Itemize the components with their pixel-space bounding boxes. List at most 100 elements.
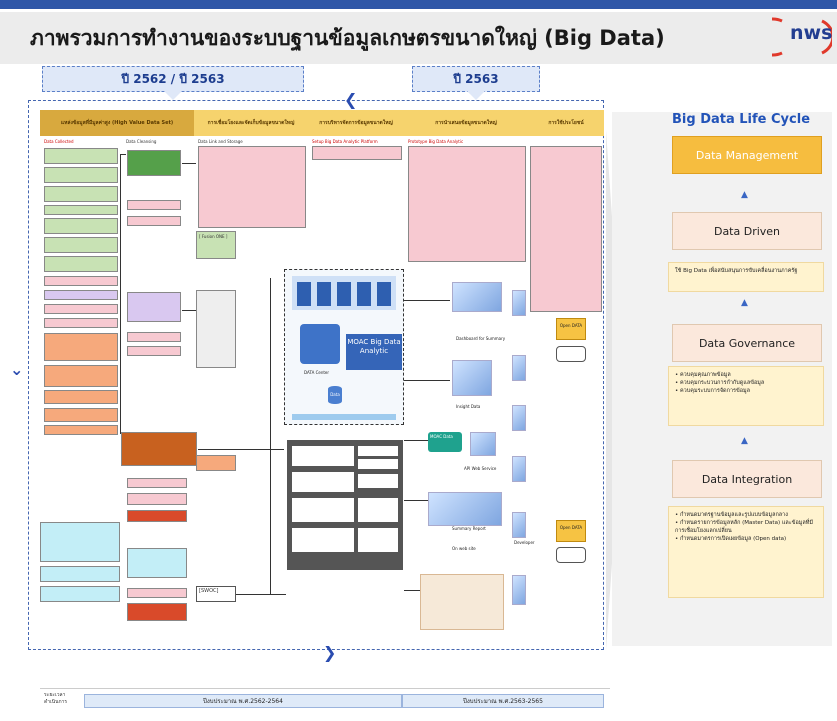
connector-line — [120, 154, 121, 434]
source-box — [44, 390, 118, 404]
source-box — [44, 425, 118, 435]
source-box — [44, 148, 118, 164]
cleansing-box — [127, 603, 187, 621]
subhead-data-collected: Data Collected — [44, 139, 74, 144]
connector-line — [404, 590, 420, 591]
summary-screen-icon — [428, 492, 502, 526]
connector-line — [404, 300, 450, 301]
source-box — [44, 290, 118, 300]
commodity-box — [196, 290, 236, 368]
timeline-bar — [40, 688, 610, 710]
insight-label: Insight Data — [456, 404, 481, 409]
source-box — [44, 408, 118, 422]
source-box — [44, 237, 118, 253]
integration-item: • กำหนดมาตรฐานข้อมูลและรูปแบบข้อมูลกลาง — [675, 512, 788, 518]
source-box — [44, 167, 118, 183]
column-header-management: การบริหารจัดการข้อมูลขนาดใหญ่ — [308, 110, 404, 136]
data-table-cell — [358, 459, 398, 469]
cleansing-box — [127, 332, 181, 342]
cleansing-box — [127, 548, 187, 578]
source-box — [44, 318, 118, 328]
column-header-usage: การใช้ประโยชน์ — [528, 110, 604, 136]
stage-data-driven: Data Driven — [672, 212, 822, 250]
column-header-link-storage: การเชื่อมโยงและจัดเก็บข้อมูลขนาดใหญ่ — [194, 110, 308, 136]
database-icon: Data — [328, 386, 342, 404]
chevron-right-icon: ❯ — [323, 643, 337, 662]
cleansing-box — [127, 346, 181, 356]
title-bar — [0, 12, 837, 64]
user-icon — [512, 456, 526, 482]
subhead-platform: Setup Big Data Analytic Platform — [312, 139, 378, 144]
source-box — [44, 365, 118, 387]
integration-list: • กำหนดมาตรฐานข้อมูลและรูปแบบข้อมูลกลาง … — [668, 506, 824, 598]
stage-data-integration: Data Integration — [672, 460, 822, 498]
column-header-presentation: การนำเสนอข้อมูลขนาดใหญ่ — [404, 110, 528, 136]
agrimap-box — [196, 455, 236, 471]
hand-icon — [556, 346, 586, 362]
source-box — [40, 566, 120, 582]
user-icon — [512, 575, 526, 605]
arrow-up-icon: ▲ — [741, 436, 748, 446]
source-box — [40, 522, 120, 562]
budget-period-1: ปีงบประมาณ พ.ศ.2562-2564 — [84, 694, 402, 708]
source-box — [44, 218, 118, 234]
user-icon — [512, 290, 526, 316]
nws-logo-icon: nws — [751, 15, 835, 59]
data-table-cell — [358, 528, 398, 552]
stage-data-governance: Data Governance — [672, 324, 822, 362]
user-icon — [512, 512, 526, 538]
page-title: ภาพรวมการทำงานของระบบฐานข้อมูลเกษตรขนาดใ… — [30, 26, 665, 50]
prototype-box — [408, 146, 526, 262]
data-table-cell — [292, 472, 354, 492]
driven-description: ใช้ Big Data เพื่อสนับสนุนการขับเคลื่อนง… — [668, 262, 824, 292]
connector-line — [236, 594, 286, 595]
usage-box — [530, 146, 602, 312]
hand-icon — [556, 547, 586, 563]
subhead-data-cleansing: Data Cleansing — [126, 139, 157, 144]
connector-line — [404, 440, 428, 441]
moac-data-badge: MOAC Data — [428, 432, 462, 452]
cleansing-box — [127, 200, 181, 210]
open-data-badge: Open DATA — [556, 318, 586, 340]
link-storage-box — [198, 146, 306, 228]
user-icon — [512, 405, 526, 431]
connector-line — [182, 310, 196, 311]
subhead-prototype: Prototype Big Data Analytic — [408, 139, 464, 144]
governance-item: • ควบคุมคุณภาพข้อมูล — [675, 372, 731, 378]
fusion-one-box: [ Fusion ONE ] — [196, 231, 236, 259]
server-icon — [297, 282, 311, 306]
cleansing-box — [127, 150, 181, 176]
cleansing-box — [127, 292, 181, 322]
governance-item: • ควบคุมระบบการจัดการข้อมูล — [675, 388, 751, 394]
connector-line — [120, 154, 126, 155]
swoc-box: [SWOC] — [196, 586, 236, 602]
subhead-link-storage: Data Link and Storage — [198, 139, 243, 144]
source-box — [44, 205, 118, 215]
integration-item: • กำหนดรายการข้อมูลหลัก (Master Data) แล… — [675, 520, 814, 534]
connector-line — [270, 278, 271, 594]
dashboard-screen-icon — [452, 282, 502, 312]
source-box — [40, 586, 120, 602]
platform-box — [312, 146, 402, 160]
swoc-label: [SWOC] — [199, 588, 219, 594]
connector-line — [198, 449, 284, 450]
governance-list: • ควบคุมคุณภาพข้อมูล • ควบคุมกระบวนการกำ… — [668, 366, 824, 426]
source-box — [44, 304, 118, 314]
process-frame — [28, 100, 604, 650]
stage-data-management: Data Management — [672, 136, 822, 174]
dashboard-label: Dashboard for Summary — [456, 336, 506, 341]
source-box — [44, 333, 118, 361]
data-table-cell — [358, 498, 398, 522]
period-2562-2563: ปี 2562 / ปี 2563 — [42, 66, 304, 100]
data-pipeline-bar — [292, 414, 396, 420]
arrow-up-icon: ▲ — [741, 190, 748, 200]
server-icon — [317, 282, 331, 306]
chevron-down-icon: ⌄ — [10, 360, 24, 379]
data-table-cell — [358, 474, 398, 488]
server-icon — [337, 282, 351, 306]
data-center-label: DATA Center — [304, 370, 330, 375]
server-icon — [357, 282, 371, 306]
column-header-high-value: แหล่งข้อมูลที่มีมูลค่าสูง (High Value Da… — [40, 110, 194, 136]
cleansing-box — [121, 432, 197, 466]
api-icon — [470, 432, 496, 456]
